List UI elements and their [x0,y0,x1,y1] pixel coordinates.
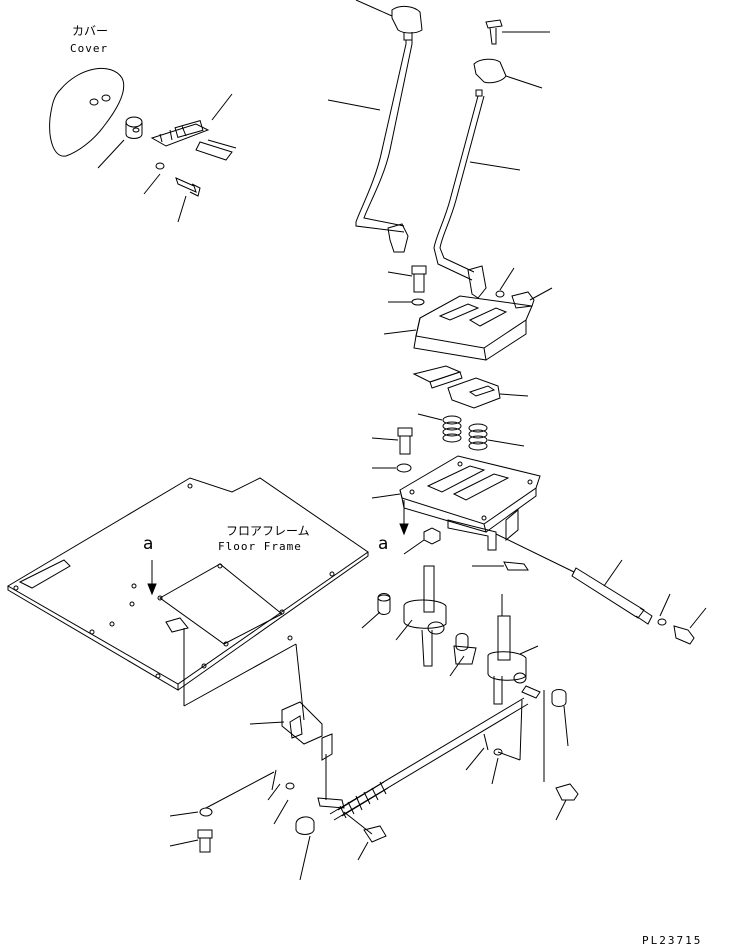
nut [404,528,440,554]
lower-left-washer [170,808,212,816]
base-plate [400,456,540,550]
cover-hole-1 [90,99,98,105]
lower-pin-washer [466,700,522,784]
arrow-floor [148,560,156,594]
upper-bolt [388,266,426,292]
top-screw [486,20,550,44]
knob-right [474,59,506,83]
knob-left [392,6,422,33]
lever-bolt-right [496,268,552,308]
drawing-code: PL23715 [642,934,703,947]
lever-left [328,0,422,252]
frame-leader-3 [296,644,304,720]
spring-rod [296,698,528,880]
cover-bolt [176,178,200,196]
lower-bracket [250,702,332,760]
shift-arm-left [396,566,446,666]
latch-assembly [152,121,236,160]
lower-link [206,754,386,860]
cover-knob [126,117,142,139]
base-bolt [372,428,412,454]
washer-small [156,163,164,169]
upper-washer [388,299,424,305]
connect-bolt [472,562,528,570]
reference-a-plate: a [378,534,389,554]
cover-group [50,68,236,222]
guide-plate-a [414,366,528,408]
pin-pair [522,686,568,746]
lever-right [434,59,542,298]
spring-right [469,424,524,450]
floor-frame-label-jp: フロアフレーム [226,524,310,538]
pivot-rod [496,534,706,644]
bushing-left [362,594,390,629]
shift-arm-right [488,594,538,704]
base-washer [372,464,411,472]
lower-left-bolt [170,830,212,852]
reference-a-floor: a [143,534,154,554]
bushing-mid [450,634,476,677]
frame-leader-2 [184,644,296,706]
cover-label-jp: カバー [72,24,109,38]
lower-bolt-right [544,690,578,820]
floor-frame-label-en: Floor Frame [218,540,302,553]
cover-plate [50,68,124,156]
cover-hole-2 [102,95,110,101]
arrow-plate [400,500,408,534]
spring-left [418,414,461,442]
guide-cover [414,296,532,360]
floor-frame [8,478,368,690]
cover-label-en: Cover [70,42,109,55]
